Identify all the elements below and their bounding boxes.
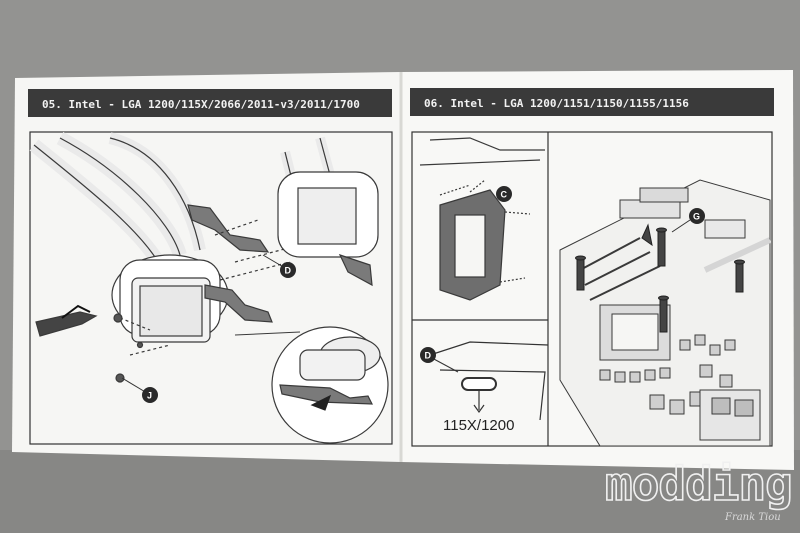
left-header-bar — [28, 89, 392, 117]
standoff-screws — [575, 223, 745, 333]
backplate-illustration — [419, 137, 545, 301]
svg-text:D: D — [285, 266, 292, 276]
left-diagram-frame — [29, 131, 393, 445]
svg-text:J: J — [147, 391, 152, 401]
callout-g: G — [671, 208, 705, 233]
right-diagram-frame — [411, 131, 773, 447]
watermark-signature: Frank Tiou — [724, 512, 781, 523]
zoom-detail-illustration — [234, 326, 389, 444]
svg-text:D: D — [425, 351, 432, 361]
right-page-title: 06. Intel - LGA 1200/1151/1150/1155/1156 — [424, 97, 689, 110]
pump-illustration — [29, 131, 379, 383]
watermark-logo: modding.fr Frank Tiou — [604, 456, 800, 523]
callout-d-left: D — [262, 254, 296, 278]
slot-detail-illustration — [429, 341, 549, 421]
svg-text:C: C — [501, 190, 508, 200]
slot-caption: 115X/1200 — [443, 417, 514, 434]
right-header-bar — [410, 88, 774, 116]
left-page-title: 05. Intel - LGA 1200/115X/2066/2011-v3/2… — [42, 98, 360, 111]
callout-d-right: D — [420, 347, 459, 373]
callout-c: C — [496, 186, 512, 202]
svg-text:G: G — [693, 212, 700, 222]
callout-j-left: J — [121, 377, 158, 403]
motherboard-illustration — [559, 179, 772, 447]
watermark-text: modding.fr — [605, 457, 800, 511]
